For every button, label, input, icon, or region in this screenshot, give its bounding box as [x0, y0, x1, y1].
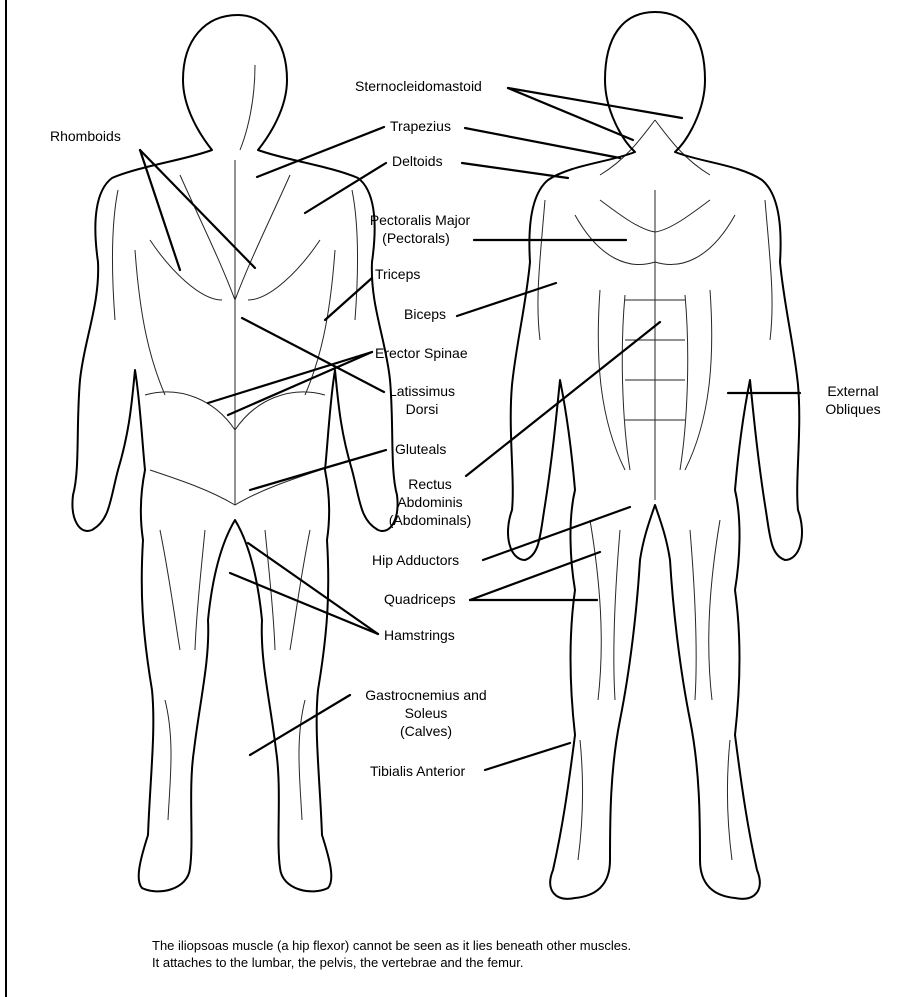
leader-sternocleidomastoid-2 [508, 88, 682, 118]
label-deltoids: Deltoids [392, 153, 443, 170]
label-latissimus: Latissimus [378, 383, 466, 400]
leader-erector-2 [228, 352, 372, 415]
leader-tibialis [485, 743, 570, 770]
label-tibialis-anterior: Tibialis Anterior [370, 763, 465, 780]
label-calves: (Calves) [348, 723, 504, 740]
label-erector-spinae: Erector Spinae [375, 345, 468, 362]
label-abdominis: Abdominis [380, 494, 480, 511]
label-abdominals: (Abdominals) [380, 512, 480, 529]
label-hip-adductors: Hip Adductors [372, 552, 459, 569]
label-soleus: Soleus [348, 705, 504, 722]
label-sternocleidomastoid: Sternocleidomastoid [355, 78, 482, 95]
leader-rectus [466, 322, 660, 476]
label-obliques: Obliques [808, 401, 898, 418]
label-external: External [808, 383, 898, 400]
leader-rhomboids-1 [140, 150, 180, 270]
label-dorsi: Dorsi [378, 401, 466, 418]
label-pectorals: (Pectorals) [360, 230, 472, 247]
label-biceps: Biceps [404, 306, 446, 323]
leader-deltoids-back [305, 163, 386, 213]
leader-gluteals [250, 450, 386, 490]
label-hamstrings: Hamstrings [384, 627, 455, 644]
leader-trapezius-back [257, 127, 384, 177]
leader-hip-adductors [483, 507, 630, 560]
label-gluteals: Gluteals [395, 441, 446, 458]
leader-sternocleidomastoid-1 [508, 88, 633, 140]
caption-line-2: It attaches to the lumbar, the pelvis, t… [152, 955, 523, 971]
label-rectus: Rectus [380, 476, 480, 493]
label-rhomboids: Rhomboids [50, 128, 121, 145]
label-gastrocnemius: Gastrocnemius and [348, 687, 504, 704]
leader-quadriceps-1 [470, 552, 600, 600]
leader-deltoids-front [462, 163, 568, 178]
caption-line-1: The iliopsoas muscle (a hip flexor) cann… [152, 938, 631, 954]
leader-gastrocnemius [250, 695, 350, 755]
label-pectoralis-major: Pectoralis Major [360, 212, 480, 229]
label-trapezius: Trapezius [390, 118, 451, 135]
leader-erector-1 [208, 352, 372, 403]
leader-trapezius-front [465, 128, 620, 158]
label-triceps: Triceps [375, 266, 420, 283]
label-quadriceps: Quadriceps [384, 591, 456, 608]
leader-biceps [457, 283, 556, 316]
